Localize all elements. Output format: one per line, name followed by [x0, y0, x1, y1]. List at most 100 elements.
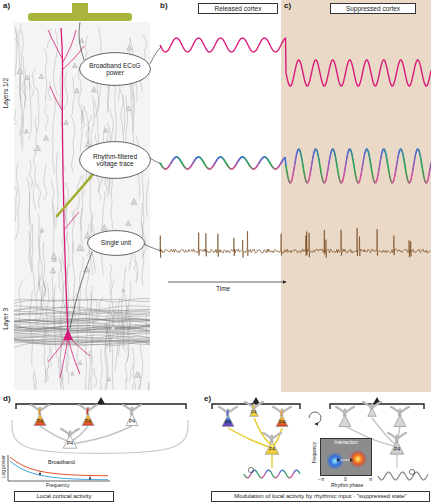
rhythm-segment [345, 163, 346, 169]
leader-line [150, 158, 162, 164]
rhythm-segment [370, 160, 371, 166]
rhythm-segment [270, 471, 271, 472]
cell-label: P4 [279, 420, 285, 425]
soma-outline [91, 87, 96, 92]
dendrite-fiber [91, 95, 94, 151]
node-text: Single unit [101, 239, 131, 246]
rhythm-segment [198, 156, 199, 158]
leader-line [79, 22, 84, 60]
rhythm-segment [261, 158, 262, 159]
dendrite-fiber [59, 373, 63, 390]
dendrite-fiber [44, 48, 47, 102]
rhythm-segment [369, 155, 370, 160]
tick-label: π [369, 477, 372, 482]
rhythm-segment [362, 163, 363, 169]
rhythm-segment [232, 168, 233, 170]
plot-axes [8, 455, 110, 481]
rhythm-segment [197, 156, 198, 158]
rhythm-segment [176, 156, 177, 158]
dendrite-fiber [67, 232, 69, 277]
dendrite-fiber [15, 162, 19, 239]
rhythm-segment [184, 166, 185, 167]
dendrite-fiber [47, 349, 50, 381]
horizontal-fiber [14, 313, 150, 316]
dendrite-fiber [28, 74, 31, 140]
rhythm-segment [423, 172, 424, 177]
rhythm-segment [278, 474, 279, 476]
rhythm-segment [291, 476, 292, 477]
rhythm-segment [315, 148, 316, 150]
rhythm-segment [196, 157, 197, 160]
soma-outline [51, 253, 57, 259]
rhythm-segment [332, 148, 333, 150]
rhythm-segment [314, 150, 315, 153]
synaptic-wire [271, 455, 272, 468]
rhythm-segment [331, 150, 332, 153]
rhythm-segment [263, 156, 264, 158]
rhythm-segment [421, 160, 422, 166]
rhythm-segment [302, 160, 303, 166]
rhythm-segment [210, 168, 211, 170]
rhythm-segment [264, 474, 265, 476]
rhythm-segment [306, 181, 307, 183]
rhythm-segment [296, 469, 297, 470]
axis-label: Rhythm phase [331, 483, 363, 488]
rhythm-segment [256, 471, 257, 472]
rhythm-segment [189, 167, 190, 170]
dendrite-fiber [140, 342, 143, 390]
synaptic-wire [396, 455, 397, 468]
pyramidal-soma [265, 441, 279, 454]
rhythm-segment [208, 168, 209, 170]
dendrite-tube [31, 405, 40, 411]
panel-title-box: Released cortex [198, 3, 278, 14]
rhythm-segment [405, 166, 406, 172]
dendrite-fiber [89, 351, 91, 390]
rhythm-segment [292, 474, 293, 476]
rhythm-segment [363, 157, 364, 163]
axis-label: Frequency [313, 442, 318, 463]
horizontal-fiber [14, 327, 150, 330]
layer-label: Layer 3 [3, 308, 10, 330]
dendrite-tube [228, 407, 237, 413]
dendrite-fiber [111, 110, 114, 145]
axis-label: Log power [1, 455, 6, 478]
rhythm-segment [241, 156, 242, 158]
rhythm-segment [233, 167, 234, 170]
rhythm-segment [321, 172, 322, 177]
dendrite-fiber [59, 256, 63, 330]
soma-outline [71, 372, 74, 375]
dendrite-activity [39, 408, 41, 414]
rhythm-segment [397, 157, 398, 163]
horizontal-fiber [14, 299, 150, 301]
horizontal-fiber [14, 318, 150, 322]
rhythm-segment [250, 474, 251, 476]
rhythm-segment [259, 476, 260, 477]
cell-label: P4 [269, 447, 275, 452]
rhythm-segment [303, 166, 304, 172]
horizontal-fiber [14, 306, 150, 310]
dendrite-fiber [53, 95, 56, 174]
rhythm-segment [417, 148, 418, 150]
dendrite-fiber [135, 255, 138, 284]
pyramidal-soma [368, 408, 377, 416]
soma-outline [39, 74, 44, 79]
panel-letter: e) [204, 395, 211, 403]
rhythm-segment [244, 157, 245, 160]
rhythm-segment [242, 156, 243, 158]
dendrite-fiber [91, 286, 93, 361]
pyramidal-dendrite [61, 28, 68, 335]
dendrite-tube [397, 433, 406, 439]
dendrite-tube [388, 433, 397, 439]
rhythm-segment [239, 158, 240, 159]
synaptic-wire [40, 426, 70, 442]
dendrite-fiber [106, 327, 109, 352]
soma-outline [74, 88, 79, 93]
horizontal-fiber [14, 318, 150, 321]
soma-outline [85, 141, 91, 147]
rhythm-segment [229, 167, 230, 170]
dendrite-tube [336, 407, 345, 413]
dendrite-fiber [104, 336, 108, 390]
rhythm-segment [298, 471, 299, 472]
rhythm-segment [288, 476, 289, 478]
rhythm-segment [298, 148, 299, 150]
